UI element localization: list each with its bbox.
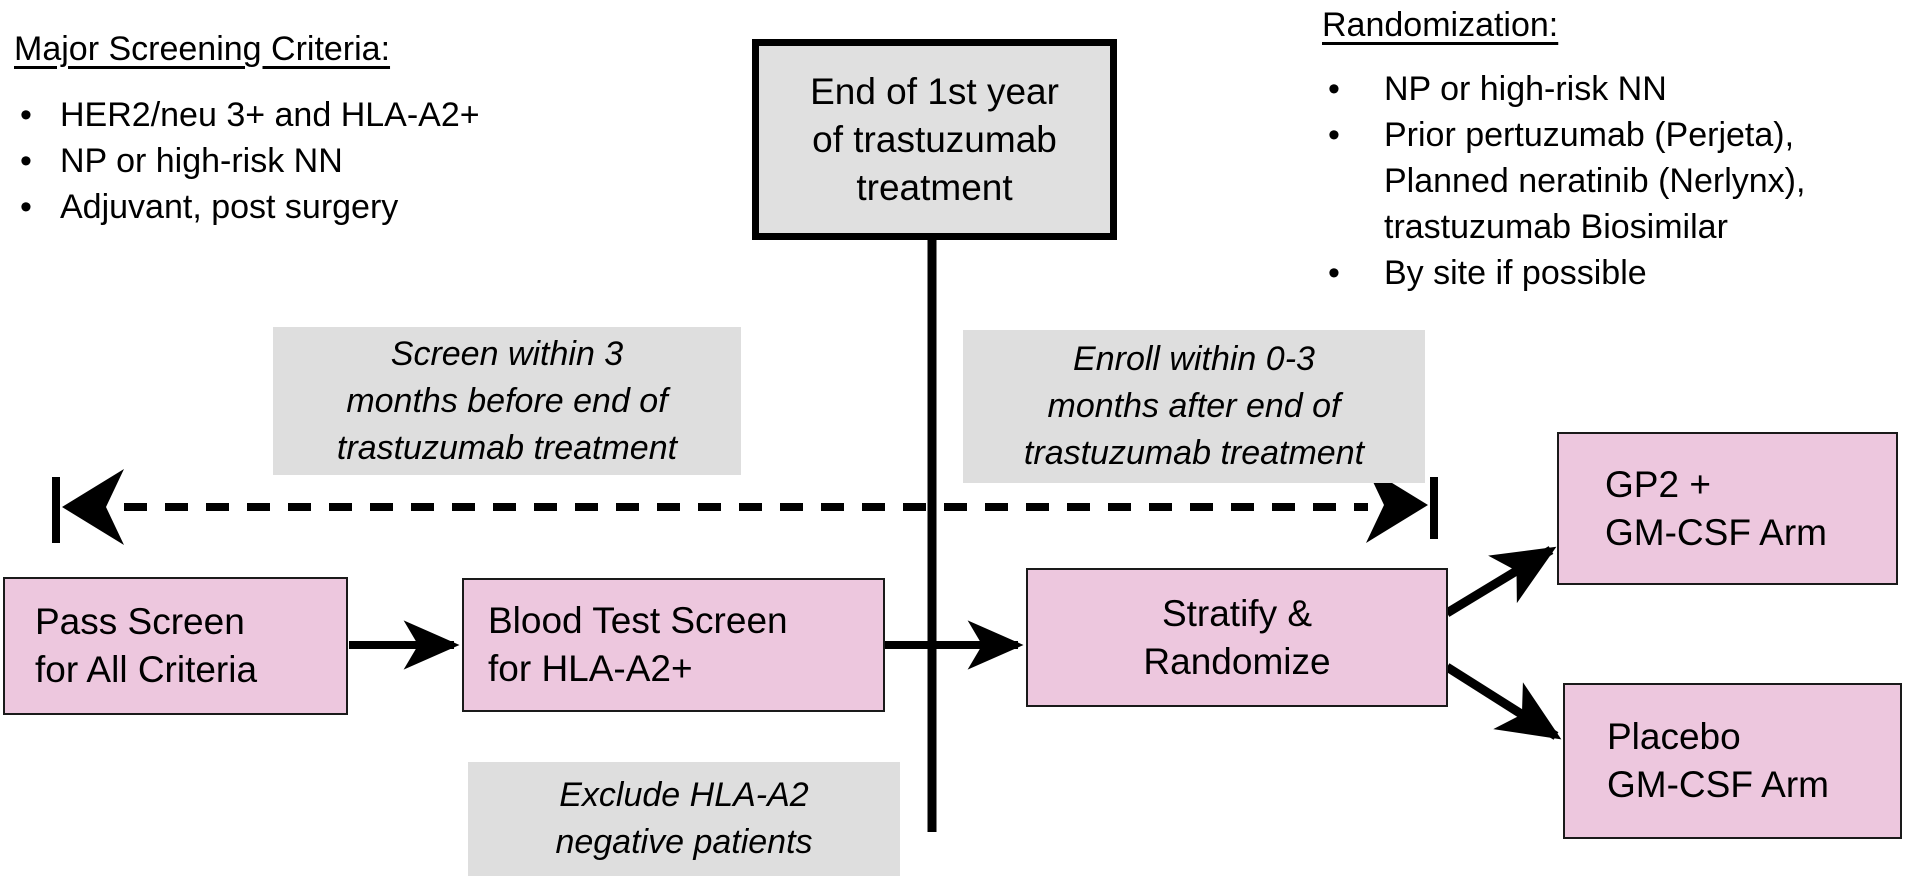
list-item: • NP or high-risk NN (14, 138, 654, 184)
list-item-text: By site if possible (1384, 254, 1647, 292)
timeline-left-endcap (52, 477, 60, 543)
flow-arrow-stratify-to-placebo (1444, 663, 1562, 740)
bullet-icon: • (1328, 116, 1340, 154)
list-item-text: NP or high-risk NN (60, 142, 343, 180)
bullet-icon: • (20, 188, 32, 226)
bullet-icon: • (1328, 254, 1340, 292)
list-item: • Prior pertuzumab (Perjeta), Planned ne… (1322, 112, 1902, 250)
flow-node-blood-test: Blood Test Screen for HLA-A2+ (462, 578, 885, 712)
list-item-text: Prior pertuzumab (Perjeta), Planned nera… (1384, 116, 1806, 246)
screening-criteria-list: • HER2/neu 3+ and HLA-A2+ • NP or high-r… (14, 92, 654, 230)
milestone-box: End of 1st year of trastuzumab treatment (752, 39, 1117, 240)
list-item: • By site if possible (1322, 250, 1902, 296)
arrowhead-right-icon (1366, 467, 1428, 543)
exclude-note: Exclude HLA-A2 negative patients (468, 762, 900, 876)
list-item-text: HER2/neu 3+ and HLA-A2+ (60, 96, 480, 134)
bullet-icon: • (20, 96, 32, 134)
list-item: • NP or high-risk NN (1322, 66, 1902, 112)
screening-criteria: Major Screening Criteria: • HER2/neu 3+ … (14, 26, 654, 230)
flow-node-pass-screen: Pass Screen for All Criteria (3, 577, 348, 715)
flow-node-stratify-randomize: Stratify & Randomize (1026, 568, 1448, 707)
list-item: • HER2/neu 3+ and HLA-A2+ (14, 92, 654, 138)
screen-window-note: Screen within 3 months before end of tra… (273, 327, 741, 475)
randomization-title: Randomization: (1322, 6, 1559, 44)
arrowhead-left-icon (62, 469, 124, 545)
enroll-window-note: Enroll within 0-3 months after end of tr… (963, 330, 1425, 483)
flow-arrow-stratify-to-gp2 (1444, 546, 1557, 617)
randomization-criteria: Randomization: • NP or high-risk NN • Pr… (1322, 2, 1902, 296)
list-item-text: Adjuvant, post surgery (60, 188, 399, 226)
bullet-icon: • (20, 142, 32, 180)
list-item-text: NP or high-risk NN (1384, 70, 1667, 108)
screening-criteria-title: Major Screening Criteria: (14, 30, 391, 68)
timeline-right-endcap (1430, 477, 1438, 539)
bullet-icon: • (1328, 70, 1340, 108)
list-item: • Adjuvant, post surgery (14, 184, 654, 230)
flow-node-placebo-arm: Placebo GM-CSF Arm (1563, 683, 1902, 839)
flow-node-gp2-arm: GP2 + GM-CSF Arm (1557, 432, 1898, 585)
randomization-list: • NP or high-risk NN • Prior pertuzumab … (1322, 66, 1902, 296)
